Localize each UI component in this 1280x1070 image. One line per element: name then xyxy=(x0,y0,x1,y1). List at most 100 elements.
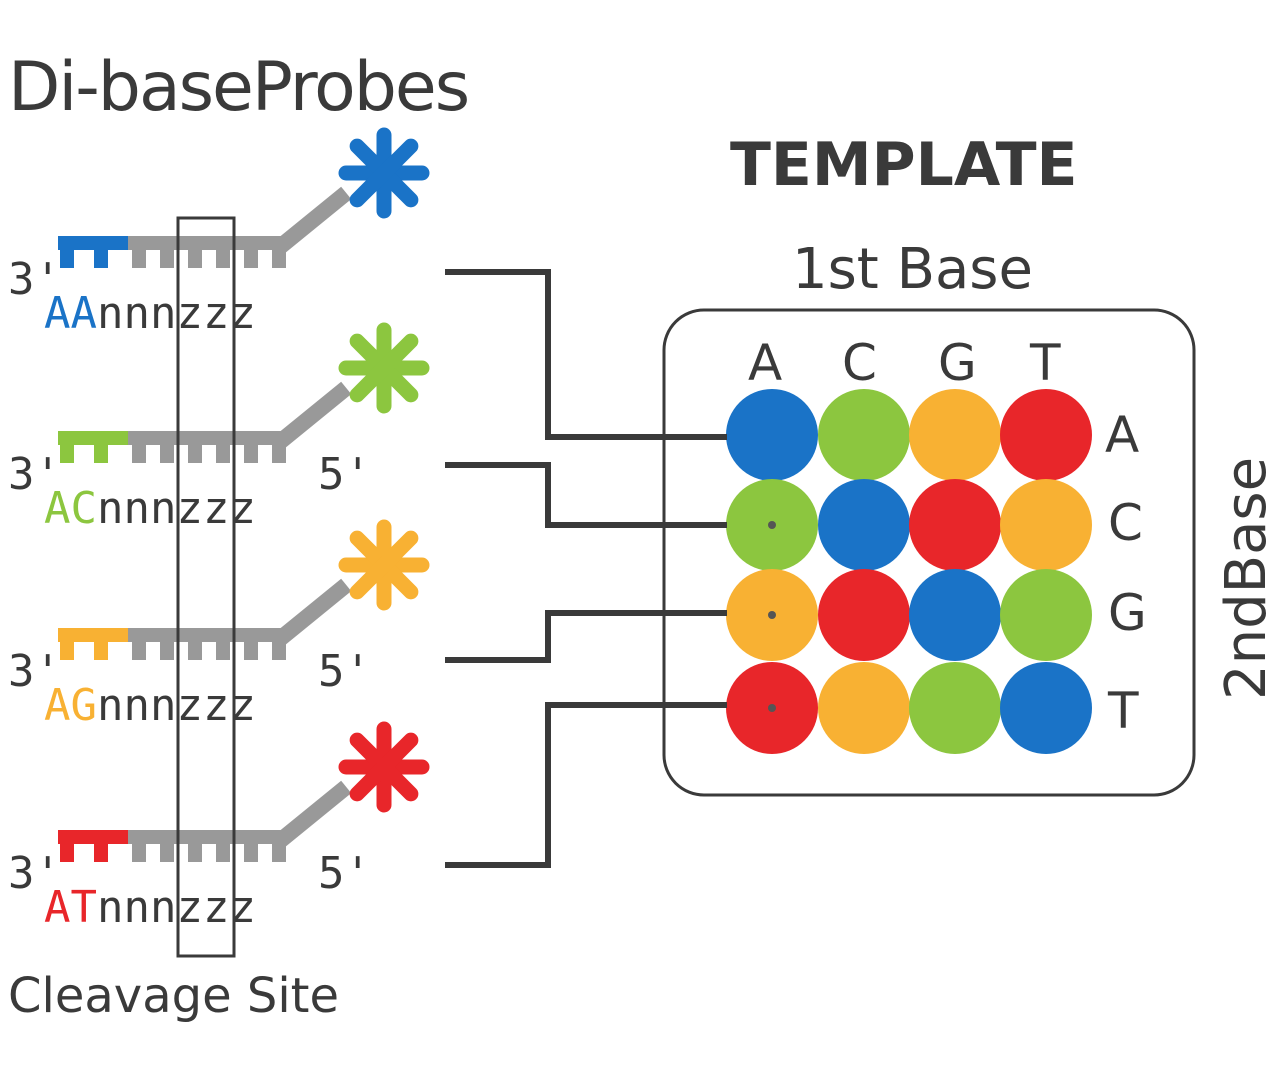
probe-backbone-gray xyxy=(128,830,288,844)
five-prime-label: 5' xyxy=(318,646,371,697)
probe-linker xyxy=(274,780,352,848)
template-matrix-frame xyxy=(662,308,1196,797)
connector-line xyxy=(445,462,727,528)
probe-base-1: A xyxy=(44,288,71,339)
probe-tooth xyxy=(272,842,286,862)
asterisk-arm xyxy=(349,530,419,600)
matrix-cell-tc xyxy=(1000,479,1092,571)
probe-backbone-gray xyxy=(128,431,288,445)
cleavage-site-box xyxy=(176,216,236,958)
probe-tail: nnnzzz xyxy=(97,882,256,933)
second-base-label: 2ndBase xyxy=(1214,457,1279,700)
probe-tooth xyxy=(132,842,146,862)
probe-tooth xyxy=(94,248,108,268)
probe-sequence: ATnnnzzz xyxy=(44,882,256,933)
second-base-row-label: T xyxy=(1107,682,1139,740)
three-prime-label: 3' xyxy=(8,254,61,305)
matrix-cell-tg xyxy=(1000,569,1092,661)
probe-linker xyxy=(274,186,352,254)
probe-base-2: C xyxy=(71,483,98,534)
first-base-col-label: C xyxy=(842,334,877,392)
three-prime-label: 3' xyxy=(8,449,61,500)
first-base-col-label: A xyxy=(748,334,782,392)
second-base-row-label: A xyxy=(1105,406,1139,464)
probe-tooth xyxy=(132,640,146,660)
first-base-label: 1st Base xyxy=(792,237,1033,302)
probe-tail: nnnzzz xyxy=(97,288,256,339)
probe-tooth xyxy=(244,842,258,862)
first-base-col-label: T xyxy=(1029,334,1061,392)
asterisk-arm xyxy=(349,138,419,208)
matrix-cell-ct xyxy=(818,662,910,754)
matrix-cell-gc xyxy=(909,479,1001,571)
probe-backbone-colored xyxy=(58,431,128,445)
probe-tail: nnnzzz xyxy=(97,483,256,534)
five-prime-label: 5' xyxy=(318,449,371,500)
probe-tooth xyxy=(94,842,108,862)
asterisk-arm xyxy=(349,732,419,802)
probe-backbone-gray xyxy=(128,628,288,642)
connector-dot xyxy=(768,611,776,619)
probe-ag: 3' 5' AGnnnzzz xyxy=(8,519,430,731)
probe-tooth xyxy=(188,248,202,268)
probe-base-1: A xyxy=(44,882,71,933)
probe-connectors xyxy=(445,269,727,868)
probe-tail: nnnzzz xyxy=(97,680,256,731)
probe-linker xyxy=(274,381,352,449)
second-base-row-label: G xyxy=(1108,584,1147,642)
probe-tooth xyxy=(216,248,230,268)
probe-base-2: A xyxy=(71,288,98,339)
probe-tooth xyxy=(272,640,286,660)
connector-line xyxy=(445,610,727,663)
probe-backbone-colored xyxy=(58,628,128,642)
probe-aa: 3'AAnnnzzz xyxy=(8,127,430,339)
probe-tooth xyxy=(132,443,146,463)
probe-tooth xyxy=(60,248,74,268)
second-base-row-label: C xyxy=(1108,494,1143,552)
dye-asterisk-icon xyxy=(338,127,430,219)
probe-backbone-colored xyxy=(58,830,128,844)
probe-base-2: T xyxy=(71,882,98,933)
matrix-cell-aa xyxy=(726,389,818,481)
probe-tooth xyxy=(94,640,108,660)
probe-tooth xyxy=(244,443,258,463)
template-title: TEMPLATE xyxy=(730,130,1078,200)
dye-asterisk-icon xyxy=(338,519,430,611)
probe-tooth xyxy=(244,248,258,268)
connector-dot xyxy=(768,521,776,529)
probe-at: 3'5'ATnnnzzz xyxy=(8,721,430,933)
matrix-cell-ta xyxy=(1000,389,1092,481)
probe-sequence: AAnnnzzz xyxy=(44,288,256,339)
probe-tooth xyxy=(216,640,230,660)
probe-sequence: ACnnnzzz xyxy=(44,483,256,534)
connector-dot xyxy=(768,704,776,712)
probe-tooth xyxy=(188,640,202,660)
probe-base-1: A xyxy=(44,483,71,534)
probe-tooth xyxy=(60,640,74,660)
five-prime-label: 5' xyxy=(318,848,371,899)
probe-base-1: A xyxy=(44,680,71,731)
dye-asterisk-icon xyxy=(338,721,430,813)
probe-tooth xyxy=(272,248,286,268)
matrix-cell-ca xyxy=(818,389,910,481)
probe-tooth xyxy=(160,248,174,268)
probe-tooth xyxy=(216,443,230,463)
matrix-cell-ga xyxy=(909,389,1001,481)
three-prime-label: 3' xyxy=(8,646,61,697)
probe-tooth xyxy=(94,443,108,463)
probe-tooth xyxy=(272,443,286,463)
probe-linker xyxy=(274,578,352,646)
dye-asterisk-icon xyxy=(338,322,430,414)
probe-tooth xyxy=(160,443,174,463)
probe-ac: 3' 5' ACnnnzzz xyxy=(8,322,430,534)
probe-tooth xyxy=(160,842,174,862)
first-base-col-label: G xyxy=(938,334,977,392)
probe-tooth xyxy=(60,443,74,463)
probe-sequence: AGnnnzzz xyxy=(44,680,256,731)
matrix-cell-tt xyxy=(1000,662,1092,754)
cleavage-site-label: Cleavage Site xyxy=(8,968,339,1024)
matrix-cell-gt xyxy=(909,662,1001,754)
probe-tooth xyxy=(60,842,74,862)
matrix-cell-cg xyxy=(818,569,910,661)
